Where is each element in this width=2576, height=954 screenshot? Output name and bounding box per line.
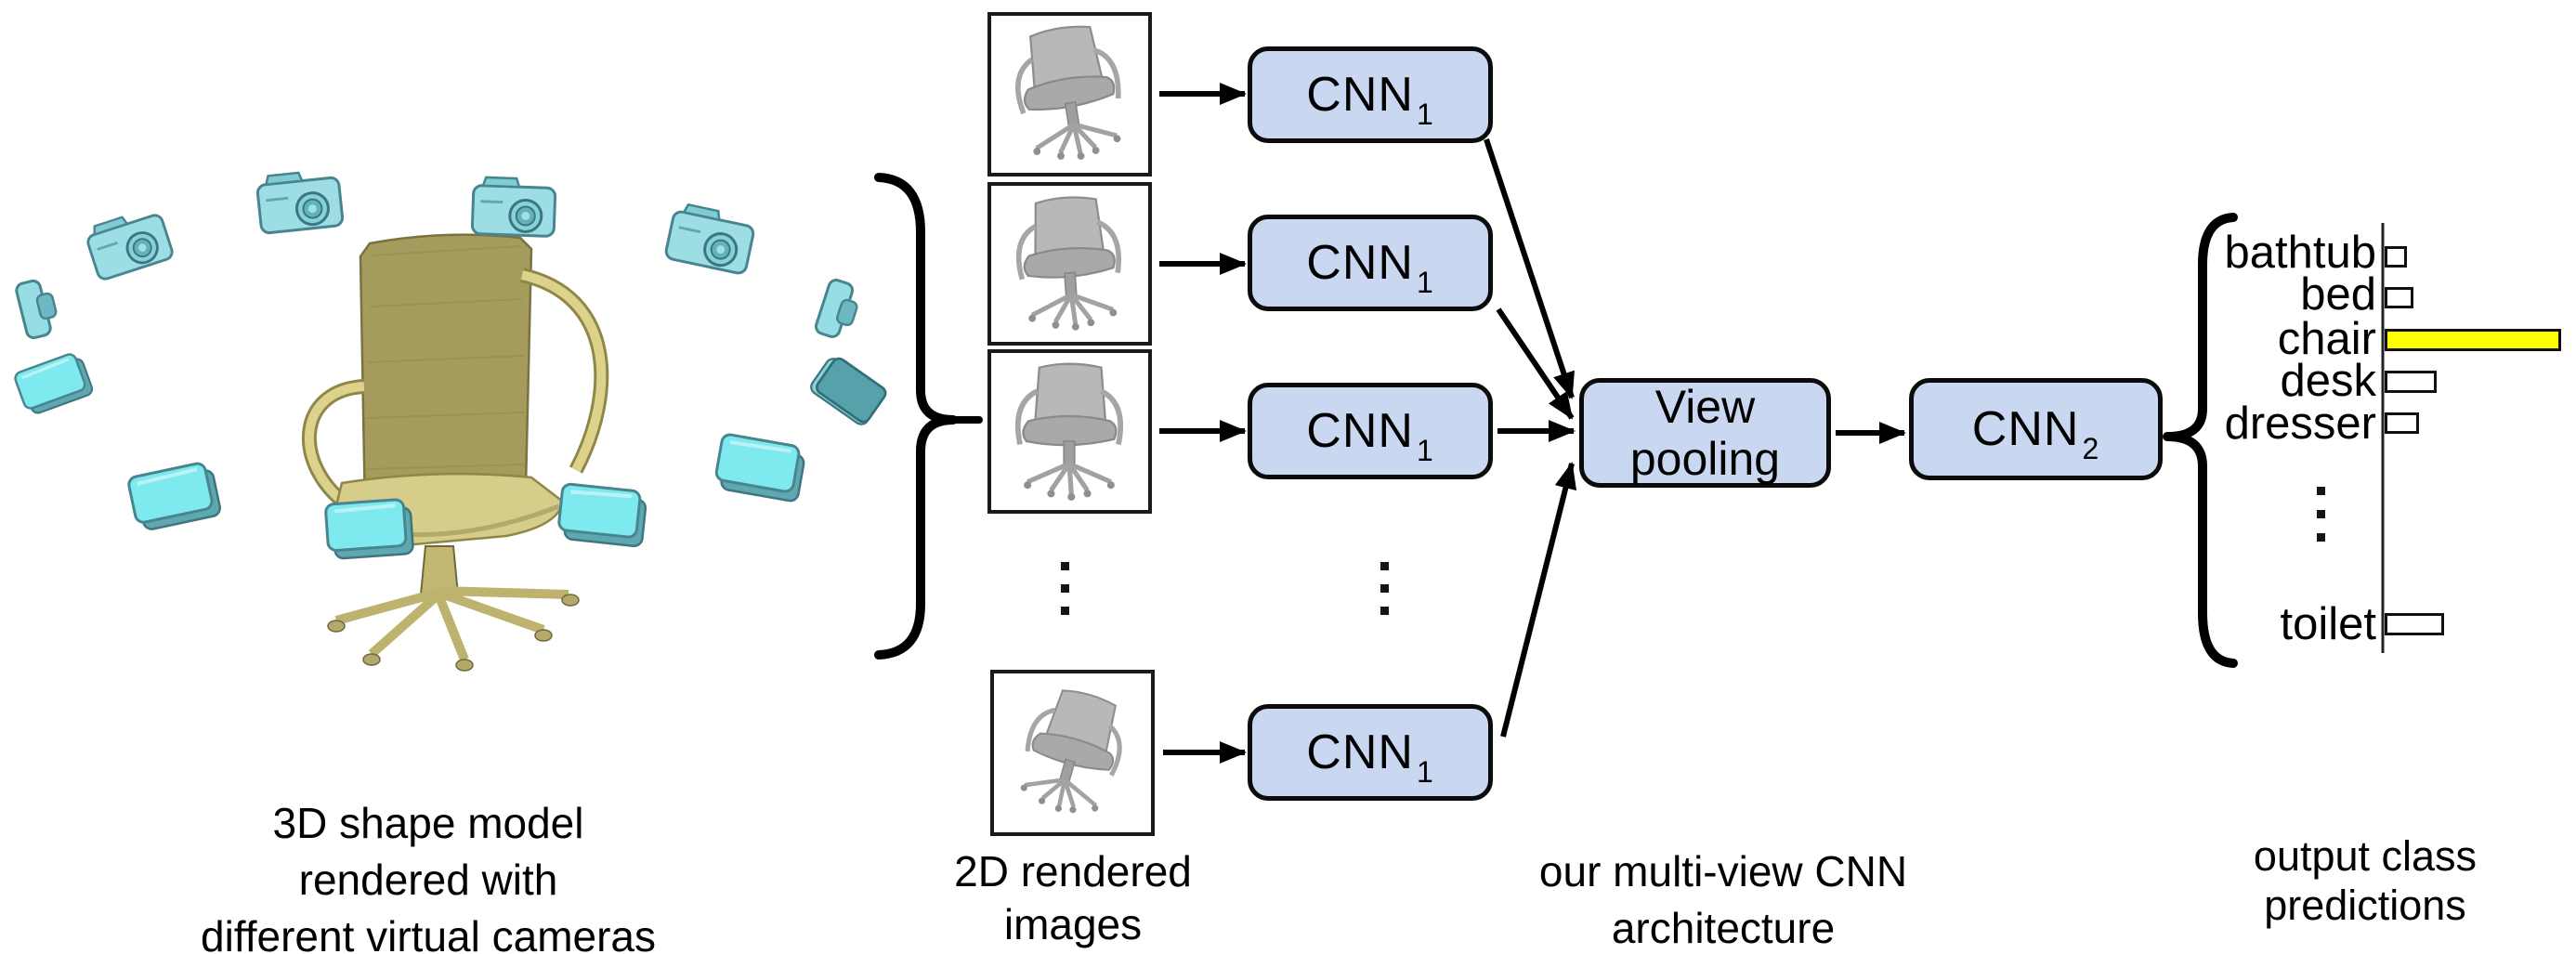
architecture-caption: our multi-view CNN architecture [1538,847,1908,952]
cnn2-subscript: 2 [2082,432,2100,465]
camera-icon [255,167,345,235]
cnn1-box-1: CNN1 [1248,46,1493,143]
cnn2-label: CNN [1971,402,2080,456]
score-bar-chair [2385,329,2561,351]
output-brace [2163,213,2238,668]
camera-icon [712,431,809,504]
cnn1-box-2: CNN1 [1248,215,1493,311]
chair-3d-model [301,233,609,672]
view-pooling-line2: pooling [1629,433,1781,485]
images-caption: 2D rendered images [887,845,1259,951]
score-bar-bed [2385,287,2413,308]
left-caption: 3D shape model rendered with different v… [150,795,707,954]
images-caption-line2: images [1003,900,1143,948]
left-caption-line1: 3D shape model [272,799,584,847]
class-label-toilet: toilet [2280,599,2376,649]
cnn1-box-4: CNN1 [1248,704,1493,801]
camera-icon [125,459,224,534]
class-label-chair: chair [2277,314,2376,364]
score-bar-bathtub [2385,246,2407,268]
cnn1-label: CNN [1306,236,1414,290]
view-pooling-box: View pooling [1579,378,1831,488]
arrow-cnn1a-viewpooling [1484,138,1575,399]
output-caption-line1: output class [2253,832,2478,880]
camera-icon [663,201,758,277]
class-label-bed: bed [2300,269,2376,320]
cnn1-box-3: CNN1 [1248,383,1493,479]
cnn1-subscript: 1 [1416,755,1434,789]
output-caption: output class predictions [2179,831,2551,930]
images-caption-line1: 2D rendered [954,847,1192,895]
output-caption-line2: predictions [2264,882,2466,929]
arrow-cnn1d-viewpooling [1500,462,1577,738]
cnn1-subscript: 1 [1416,266,1434,299]
camera-ring-scene [11,167,890,672]
camera-icon [82,204,176,282]
score-bar-desk [2385,371,2437,393]
left-caption-line3: different virtual cameras [200,912,657,954]
score-bar-dresser [2385,412,2419,434]
cnn1-label: CNN [1306,725,1414,779]
camera-icon [323,496,416,562]
cnn1-label: CNN [1306,404,1414,458]
arrow-cnn1b-viewpooling [1496,307,1575,420]
cnn1-subscript: 1 [1416,434,1434,467]
score-bar-toilet [2385,613,2444,635]
cnn1-label: CNN [1306,68,1414,122]
camera-icon [13,275,63,341]
left-caption-line2: rendered with [298,856,558,904]
class-label-bathtub: bathtub [2224,228,2377,278]
camera-icon [812,276,865,344]
cnn2-box: CNN2 [1909,378,2163,480]
left-brace [874,173,983,660]
flow-arrows [1159,83,1906,764]
ellipsis-dots [1061,487,2325,615]
camera-icon [11,348,96,419]
class-label-desk: desk [2280,356,2376,406]
rendered-image-frames [987,12,1155,836]
class-label-dresser: dresser [2224,399,2376,449]
camera-icon [556,481,649,549]
camera-icon [470,175,557,239]
cnn1-subscript: 1 [1416,98,1434,131]
view-pooling-line1: View [1654,381,1756,433]
camera-icon [806,351,890,429]
